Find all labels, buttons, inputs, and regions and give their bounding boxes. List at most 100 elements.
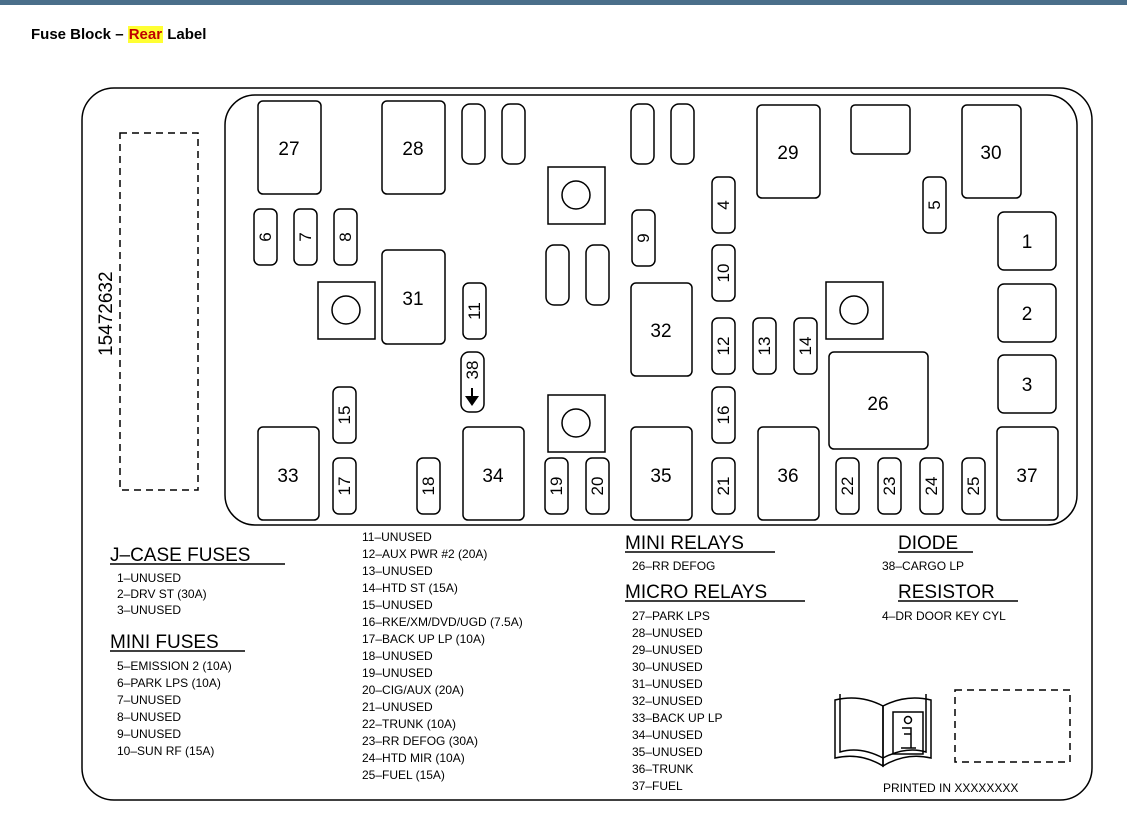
- relay-37: [996, 426, 1059, 521]
- mini-fuse-13-label: 13: [755, 337, 774, 356]
- title-highlight: Rear: [127, 26, 164, 43]
- mini-fuse-item: 8–UNUSED: [117, 710, 181, 724]
- mini-fuse-13: [752, 317, 777, 375]
- mini-fuses-list: 5–EMISSION 2 (10A) 6–PARK LPS (10A) 7–UN…: [117, 659, 232, 758]
- mount-square: [547, 394, 606, 453]
- relay-32-label: 32: [650, 321, 671, 342]
- diode-38: [460, 351, 485, 413]
- mini-fuse-18: [416, 457, 441, 515]
- mini-fuse-6-label: 6: [256, 232, 275, 241]
- micro-relay-item: 36–TRUNK: [632, 762, 693, 776]
- resistor-item: 4–DR DOOR KEY CYL: [882, 609, 1006, 623]
- mini-fuse-15-label: 15: [335, 406, 354, 425]
- fuse-item: 11–UNUSED: [362, 530, 432, 544]
- mini-fuse-24-label: 24: [922, 477, 941, 496]
- mini-fuse-4-label: 4: [714, 200, 733, 209]
- jcase-fuse-1: [997, 211, 1057, 271]
- relay-26-label: 26: [867, 394, 888, 415]
- mini-fuse-11: [462, 282, 487, 340]
- mini-fuse-4: [711, 176, 736, 234]
- mini-fuse-10: [711, 244, 736, 302]
- jcase-item: 3–UNUSED: [117, 603, 181, 617]
- micro-relay-item: 37–FUEL: [632, 779, 683, 793]
- mini-fuse-21: [711, 457, 736, 515]
- part-number-box: [119, 132, 199, 491]
- mini-fuse-12: [711, 317, 736, 375]
- relay-34: [462, 426, 525, 521]
- relay-29: [756, 104, 821, 199]
- mini-fuse-18-label: 18: [419, 477, 438, 496]
- mini-fuse-item: 9–UNUSED: [117, 727, 181, 741]
- diode-arrow-icon: [465, 388, 479, 406]
- jcase-fuse-1-label: 1: [1022, 232, 1033, 253]
- stamp-box: [954, 689, 1071, 763]
- empty-fuse-slot: [630, 103, 655, 165]
- relay-30: [961, 104, 1022, 199]
- mount-square: [317, 281, 376, 340]
- mini-fuse-10-label: 10: [714, 264, 733, 283]
- fuse-item: 24–HTD MIR (10A): [362, 751, 465, 765]
- diode-item: 38–CARGO LP: [882, 559, 964, 573]
- relay-35-label: 35: [650, 466, 671, 487]
- relay-30-label: 30: [980, 143, 1001, 164]
- part-number: 15472632: [96, 271, 117, 356]
- mini-fuse-16-label: 16: [714, 406, 733, 425]
- relay-31: [381, 249, 446, 345]
- mini-fuse-16: [711, 386, 736, 444]
- fuse-item: 12–AUX PWR #2 (20A): [362, 547, 487, 561]
- micro-relay-item: 35–UNUSED: [632, 745, 703, 759]
- relay-27-label: 27: [278, 139, 299, 160]
- fuse-item: 13–UNUSED: [362, 564, 433, 578]
- empty-fuse-slot: [670, 103, 695, 165]
- relay-32: [630, 282, 693, 377]
- relay-31-label: 31: [402, 289, 423, 310]
- mini-fuse-20-label: 20: [588, 477, 607, 496]
- owners-manual-icon: [834, 694, 932, 768]
- micro-relay-item: 34–UNUSED: [632, 728, 703, 742]
- empty-fuse-slot: [585, 244, 610, 306]
- fuse-item: 23–RR DEFOG (30A): [362, 734, 478, 748]
- mini-relays-title: MINI RELAYS: [625, 533, 744, 554]
- mini-fuse-5: [922, 176, 947, 234]
- diode-title: DIODE: [898, 533, 958, 554]
- relay-29-label: 29: [777, 143, 798, 164]
- relay-37-label: 37: [1016, 466, 1037, 487]
- title-suffix: Label: [163, 26, 207, 43]
- relay-34-label: 34: [482, 466, 504, 487]
- relay-35: [630, 426, 693, 521]
- mini-fuse-7-label: 7: [296, 232, 315, 241]
- middle-fuse-list: 11–UNUSED 12–AUX PWR #2 (20A) 13–UNUSED …: [362, 530, 523, 782]
- mount-hole: [839, 295, 869, 325]
- micro-relay-item: 28–UNUSED: [632, 626, 703, 640]
- micro-relay-item: 30–UNUSED: [632, 660, 703, 674]
- fuse-item: 19–UNUSED: [362, 666, 433, 680]
- micro-relay-item: 27–PARK LPS: [632, 609, 710, 623]
- empty-fuse-slot: [501, 103, 526, 165]
- mini-fuse-5-label: 5: [925, 200, 944, 209]
- micro-relay-item: 33–BACK UP LP: [632, 711, 723, 725]
- mini-fuse-8-label: 8: [336, 232, 355, 241]
- fuse-item: 15–UNUSED: [362, 598, 433, 612]
- mini-fuse-14: [793, 317, 818, 375]
- mini-fuse-24: [919, 457, 944, 515]
- fuse-item: 25–FUEL (15A): [362, 768, 445, 782]
- page-title: Fuse Block – Rear Label: [31, 26, 206, 43]
- empty-fuse-slot: [545, 244, 570, 306]
- fuse-item: 21–UNUSED: [362, 700, 433, 714]
- mini-fuse-20: [585, 457, 610, 515]
- fuse-item: 14–HTD ST (15A): [362, 581, 458, 595]
- jcase-fuse-3: [997, 354, 1057, 414]
- mini-fuse-item: 6–PARK LPS (10A): [117, 676, 221, 690]
- jcase-fuse-2-label: 2: [1022, 304, 1033, 325]
- micro-relays-title: MICRO RELAYS: [625, 582, 767, 603]
- mini-fuse-22: [835, 457, 860, 515]
- fuse-item: 20–CIG/AUX (20A): [362, 683, 464, 697]
- printed-in-text: PRINTED IN XXXXXXXX: [883, 781, 1018, 795]
- fuse-item: 16–RKE/XM/DVD/UGD (7.5A): [362, 615, 523, 629]
- window-top-bar: [0, 0, 1127, 5]
- mini-fuse-7: [293, 208, 318, 266]
- mini-fuse-25-label: 25: [964, 477, 983, 496]
- relay-33-label: 33: [277, 466, 298, 487]
- mini-fuse-item: 10–SUN RF (15A): [117, 744, 214, 758]
- jcase-fuse-3-label: 3: [1022, 375, 1033, 396]
